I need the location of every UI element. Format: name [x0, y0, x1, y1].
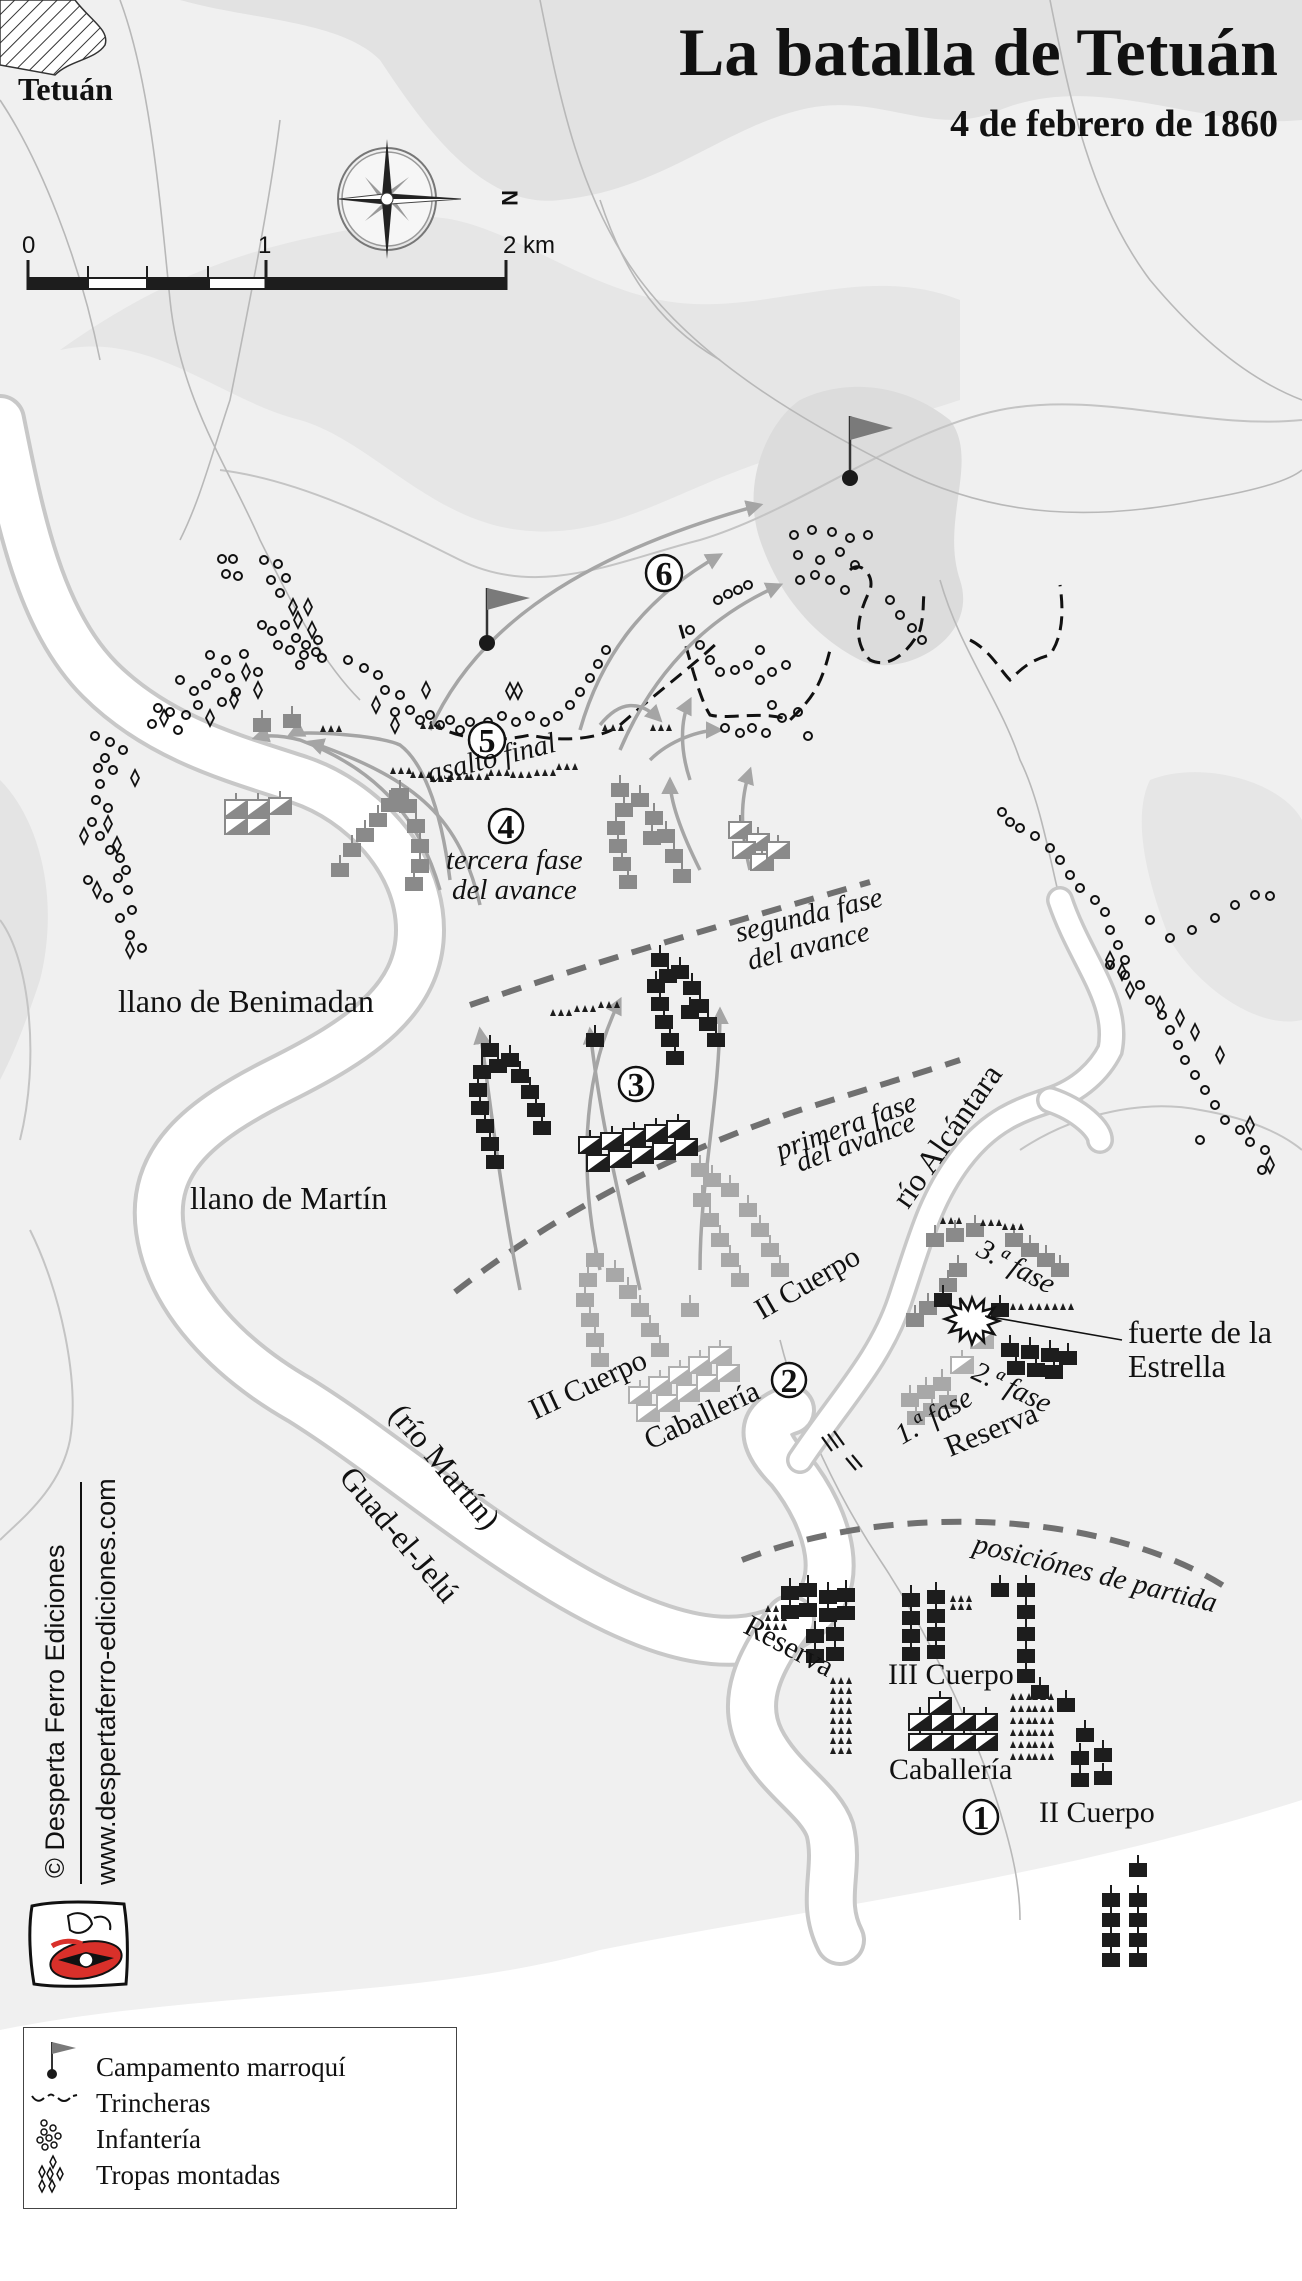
map-legend: Campamento marroquí Trincheras Infanterí… — [23, 2027, 457, 2209]
svg-text:1: 1 — [973, 1800, 990, 1837]
publisher-credit: © Desperta Ferro Ediciones — [40, 1544, 70, 1878]
river-martin — [0, 394, 866, 1966]
svg-text:6: 6 — [656, 556, 673, 593]
bridges — [821, 1430, 863, 1471]
scale-tick-2km: 2 km — [503, 232, 555, 259]
scale-tick-1: 1 — [258, 232, 271, 259]
step-marker-6: 6 — [644, 553, 684, 593]
page-title: La batalla de Tetuán — [679, 14, 1278, 90]
label-llano-benimadan: llano de Benimadan — [118, 983, 374, 1019]
svg-text:2: 2 — [781, 1363, 798, 1400]
legend-label-camp: Campamento marroquí — [96, 2052, 346, 2082]
camp-flag-north — [842, 416, 893, 486]
label-tercera-fase-1: tercera fase — [446, 844, 583, 876]
compass-rose-icon — [337, 139, 462, 259]
terrain-contours — [0, 0, 1302, 1921]
publisher-url-link[interactable]: www.despertaferro-ediciones.com — [91, 1478, 121, 1885]
hill-camp — [753, 386, 964, 666]
label-fuerte-estrella-1: fuerte de la — [1128, 1314, 1272, 1350]
flag-camp-icon — [47, 2042, 76, 2079]
advance-arrows — [251, 500, 784, 1291]
tetuan-town-area — [0, 0, 107, 76]
hill-central — [60, 216, 960, 532]
step-marker-1: 1 — [962, 1798, 1000, 1837]
hill-north — [180, 0, 1302, 201]
town-label-tetuan: Tetuán — [18, 71, 113, 107]
phase-line-segunda — [469, 879, 871, 1008]
svg-text:4: 4 — [498, 809, 515, 846]
label-fuerte-estrella-2: Estrella — [1128, 1348, 1226, 1384]
step-marker-4: 4 — [487, 807, 525, 846]
legend-label-tropas-montadas: Tropas montadas — [96, 2160, 281, 2190]
page-subtitle-date: 4 de febrero de 1860 — [950, 103, 1278, 145]
svg-text:3: 3 — [628, 1067, 645, 1104]
legend-label-infanteria: Infantería — [96, 2124, 201, 2154]
trenches — [429, 565, 1064, 741]
label-iii-cuerpo-start: III Cuerpo — [888, 1658, 1014, 1691]
infantry-circles-icon — [36, 2119, 62, 2151]
trench-line-icon — [31, 2093, 78, 2102]
legend-label-trincheras: Trincheras — [96, 2088, 211, 2118]
label-caballeria-start: Caballería — [889, 1753, 1012, 1786]
fort-estrella-icon — [941, 1294, 1123, 1348]
step-marker-3: 3 — [617, 1065, 655, 1104]
svg-text:5: 5 — [479, 723, 496, 760]
phase-line-primera — [453, 1057, 961, 1295]
north-label: N — [497, 190, 522, 206]
step-marker-5: 5 — [467, 720, 507, 760]
label-tercera-fase-2: del avance — [452, 874, 577, 906]
scale-tick-0: 0 — [22, 232, 35, 259]
label-ii-cuerpo-start: II Cuerpo — [1039, 1796, 1155, 1829]
mounted-diamonds-icon — [38, 2154, 64, 2194]
step-marker-2: 2 — [770, 1361, 808, 1400]
publisher-logo-icon — [28, 1900, 129, 1988]
phase-line-posiciones — [740, 1518, 1232, 1593]
river-alcantara — [786, 886, 1126, 1474]
label-llano-martin: llano de Martín — [190, 1180, 387, 1216]
credit-divider — [80, 1482, 82, 1884]
scale-bar — [26, 260, 508, 290]
camp-flag-west — [479, 588, 530, 651]
